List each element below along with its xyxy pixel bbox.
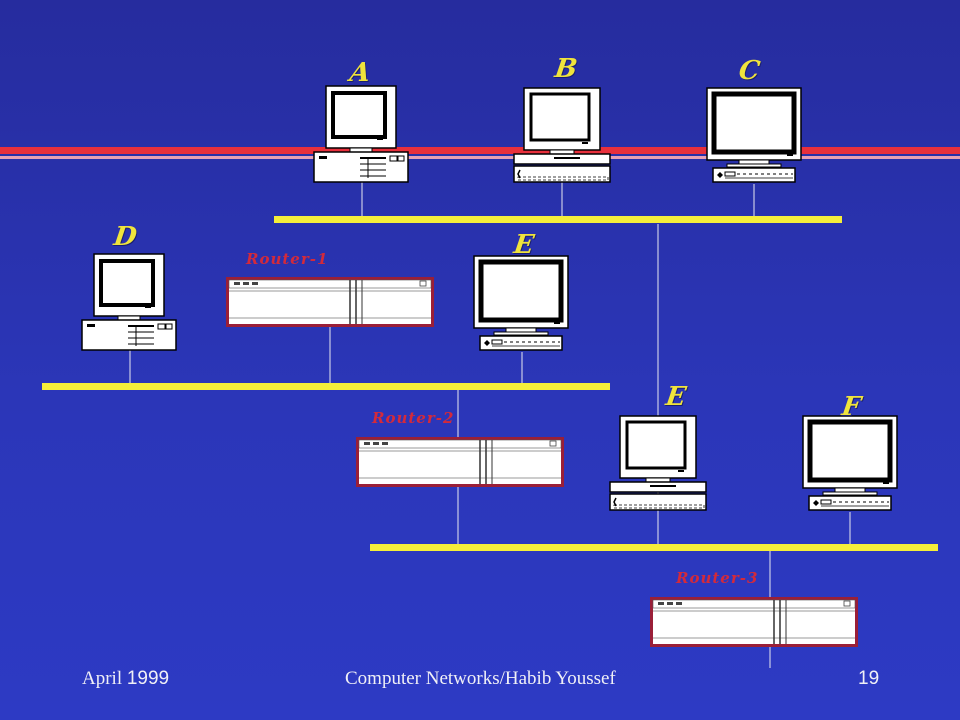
computer-b[interactable] [512,86,612,184]
lan-bus-2 [42,383,610,390]
node-label-a: A [347,58,373,88]
router-1[interactable] [225,276,435,328]
lan-bus-3 [370,544,938,551]
router-2[interactable] [355,436,565,488]
node-label-c: C [736,56,762,86]
footer-date-year: 1999 [126,668,170,689]
title-stripe-pink [0,156,960,159]
lan-bus-1 [274,216,842,223]
router-label-2: Router-2 [372,409,455,427]
drop-lines [129,182,851,668]
node-label-b: B [552,54,580,84]
node-label-f: F [839,392,863,422]
footer-course: Computer Networks/Habib Youssef [345,668,616,689]
computer-a[interactable] [312,84,410,184]
footer-page-number: 19 [858,668,880,689]
computer-f[interactable] [803,416,897,510]
node-label-e1: E [511,230,536,260]
footer-date: April 1999 [82,668,169,690]
computer-e1[interactable] [474,256,568,350]
router-label-1: Router-1 [246,250,329,268]
node-label-d: D [111,222,139,252]
router-3[interactable] [649,596,859,648]
computer-d[interactable] [80,252,178,352]
computer-e2[interactable] [608,414,708,512]
title-stripe-red [0,147,960,154]
computer-c[interactable] [707,88,801,182]
node-label-e2: E [663,382,688,412]
router-label-3: Router-3 [676,569,759,587]
footer-date-month: April [82,668,123,689]
